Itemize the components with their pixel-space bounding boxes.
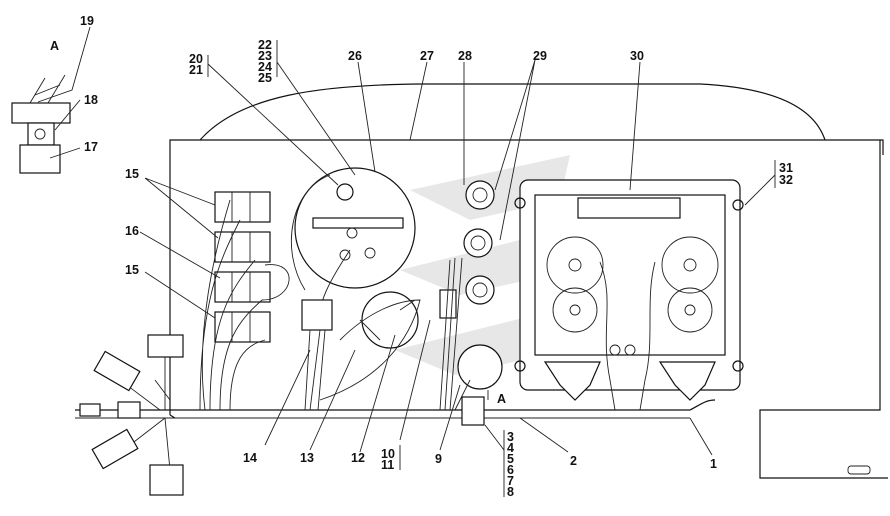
callout-10: 10	[381, 447, 395, 461]
callout-15a: 15	[125, 167, 139, 181]
view-a-detail	[11, 74, 71, 174]
callout-29: 29	[533, 49, 547, 63]
callout-8: 8	[507, 485, 514, 499]
callout-27: 27	[420, 49, 434, 63]
callout-32: 32	[779, 173, 793, 187]
callout-6: 6	[507, 463, 514, 477]
callout-22: 22	[258, 38, 272, 52]
callout-30: 30	[630, 49, 644, 63]
callout-17: 17	[84, 140, 98, 154]
callout-25: 25	[258, 71, 272, 85]
connector-block	[199, 191, 290, 411]
callout-14: 14	[243, 451, 257, 465]
callout-26: 26	[348, 49, 362, 63]
callout-3: 3	[507, 430, 514, 444]
panel-hood	[199, 83, 826, 141]
callout-28: 28	[458, 49, 472, 63]
callout-9: 9	[435, 452, 442, 466]
callout-16: 16	[125, 224, 139, 238]
callout-23: 23	[258, 49, 272, 63]
view-a-label: A	[50, 39, 59, 53]
callout-labels: A 19 18 17 15 16 15 20 21 22 23 24 25 26…	[50, 14, 793, 499]
callout-24: 24	[258, 60, 272, 74]
indicator-lamps	[439, 180, 503, 426]
harness-connectors	[79, 334, 184, 496]
callout-18: 18	[84, 93, 98, 107]
callout-20: 20	[189, 52, 203, 66]
instrument-cluster	[514, 179, 744, 411]
callout-31: 31	[779, 161, 793, 175]
panel-outline	[169, 139, 888, 479]
callout-2: 2	[570, 454, 577, 468]
main-harness	[75, 399, 716, 411]
callout-11: 11	[381, 458, 394, 472]
callout-15b: 15	[125, 263, 139, 277]
callout-1: 1	[710, 457, 717, 471]
round-gauge	[290, 167, 416, 411]
callout-7: 7	[507, 474, 514, 488]
callout-4: 4	[507, 441, 514, 455]
callout-21: 21	[189, 63, 203, 77]
leader-lines	[37, 26, 776, 497]
callout-12: 12	[351, 451, 365, 465]
view-a-arrow-label: A	[497, 392, 506, 406]
callout-5: 5	[507, 452, 514, 466]
callout-19: 19	[80, 14, 94, 28]
switch-assembly	[319, 291, 421, 401]
callout-13: 13	[300, 451, 314, 465]
